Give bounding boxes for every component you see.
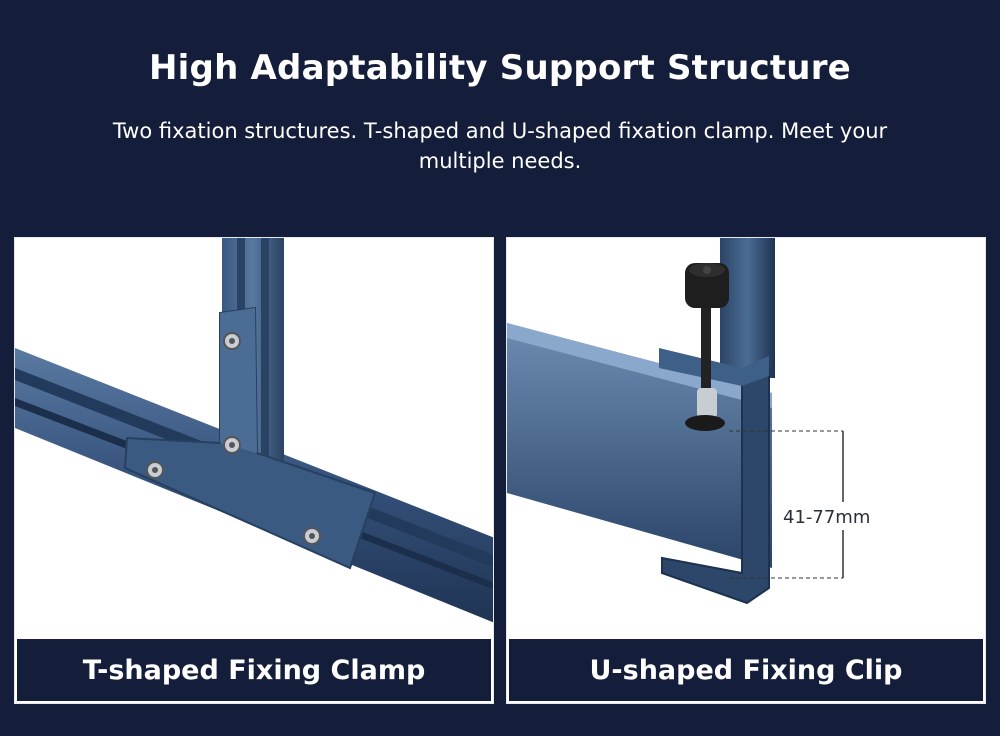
dimension-indicator: 41-77mm [729, 430, 885, 579]
u-clip-caption: U-shaped Fixing Clip [507, 639, 985, 703]
screw-icon [303, 527, 321, 545]
screw-icon [146, 461, 164, 479]
page-title: High Adaptability Support Structure [149, 48, 851, 88]
screw-icon [223, 436, 241, 454]
t-clamp-panel: T-shaped Fixing Clamp [14, 237, 494, 704]
u-clip-illustration: 41-77mm [507, 238, 885, 605]
screw-icon [223, 332, 241, 350]
page-subtitle: Two fixation structures. T-shaped and U-… [112, 119, 888, 173]
t-clamp-caption: T-shaped Fixing Clamp [15, 639, 493, 703]
knob-icon [685, 263, 729, 308]
u-clip-panel: 41-77mm U-shaped Fixing Clip [506, 237, 986, 704]
t-clamp-illustration [15, 238, 493, 623]
dimension-label: 41-77mm [783, 507, 870, 528]
